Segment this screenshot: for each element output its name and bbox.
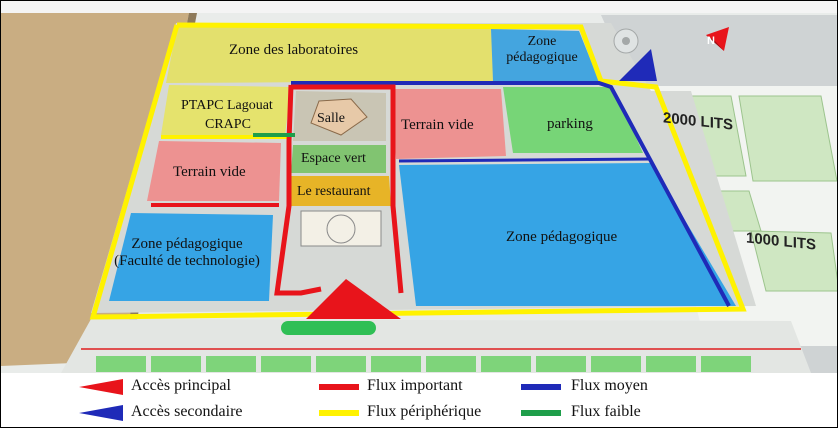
legend-flux-peripherique-label: Flux périphérique: [367, 403, 482, 420]
legend-acces-secondaire-label: Accès secondaire: [131, 403, 243, 420]
desert-land: [1, 13, 189, 366]
flux-moyen-line-2: [398, 157, 652, 163]
zone-pedagogique-top: [491, 29, 599, 81]
roundabout-top: [613, 28, 639, 54]
zone-salle-label: Salle: [317, 111, 345, 126]
zone-terrain-vide-left: [147, 141, 281, 201]
acces-secondaire-marker: [619, 49, 657, 81]
zone-laboratoires-label: Zone des laboratoires: [229, 42, 359, 58]
flux-peripherique-line: [89, 22, 747, 320]
north-arrow-icon: [706, 27, 729, 51]
zone-parking-label: parking: [547, 116, 593, 132]
flux-moyen-line: [291, 81, 731, 307]
zone-terrain-vide-center-label: Terrain vide: [401, 117, 474, 133]
zone-ptapc-label-line1: PTAPC Lagouat: [181, 98, 273, 113]
legend-flux-faible-label: Flux faible: [571, 403, 641, 420]
legend-flux-faible-swatch: [521, 410, 561, 416]
zone-ptapc: [161, 85, 291, 135]
flux-important-line-2: [291, 84, 404, 294]
zone-pedagogique-main-label: Zone pédagogique: [506, 229, 618, 245]
zone-ptapc-label-line2: CRAPC: [205, 117, 251, 132]
zone-terrain-vide-left-label: Terrain vide: [173, 164, 246, 180]
legend-flux-important-label: Flux important: [367, 377, 463, 394]
restaurant-building: [300, 210, 382, 247]
zone-espace-vert-label: Espace vert: [301, 151, 366, 166]
legend-acces-secondaire-icon: [79, 405, 123, 421]
zone-pedagogique-main: [399, 163, 736, 306]
green-pill: [281, 321, 376, 335]
zone-laboratoires: [166, 27, 493, 83]
zone-terrain-vide-center: [391, 89, 506, 159]
legend-acces-principal-icon: [79, 379, 123, 395]
salle-building: [310, 98, 368, 136]
legend-flux-moyen-label: Flux moyen: [571, 377, 648, 394]
legend-flux-important-swatch: [319, 384, 359, 390]
zone-pedagogique-faculte: [109, 213, 273, 301]
zone-pedagogique-faculte-label: Zone pédagogique (Faculté de technologie…: [114, 236, 260, 270]
flux-important-line: [274, 84, 322, 296]
legend-flux-moyen-swatch: [521, 384, 561, 390]
sky-strip: [1, 1, 837, 13]
legend-flux-peripherique-swatch: [319, 410, 359, 416]
bottom-road-line: [81, 348, 801, 350]
legend-acces-principal-label: Accès principal: [131, 377, 231, 394]
zone-restaurant-label: Le restaurant: [297, 184, 371, 199]
acces-principal-marker: [306, 279, 401, 319]
zone-espace-vert: [291, 145, 386, 173]
zone-pedagogique-top-label: Zone pédagogique: [506, 34, 578, 66]
bottom-green-strip: [96, 356, 751, 372]
north-label: N: [707, 35, 715, 47]
zone-parking: [503, 87, 643, 153]
zone-restaurant: [289, 176, 391, 206]
